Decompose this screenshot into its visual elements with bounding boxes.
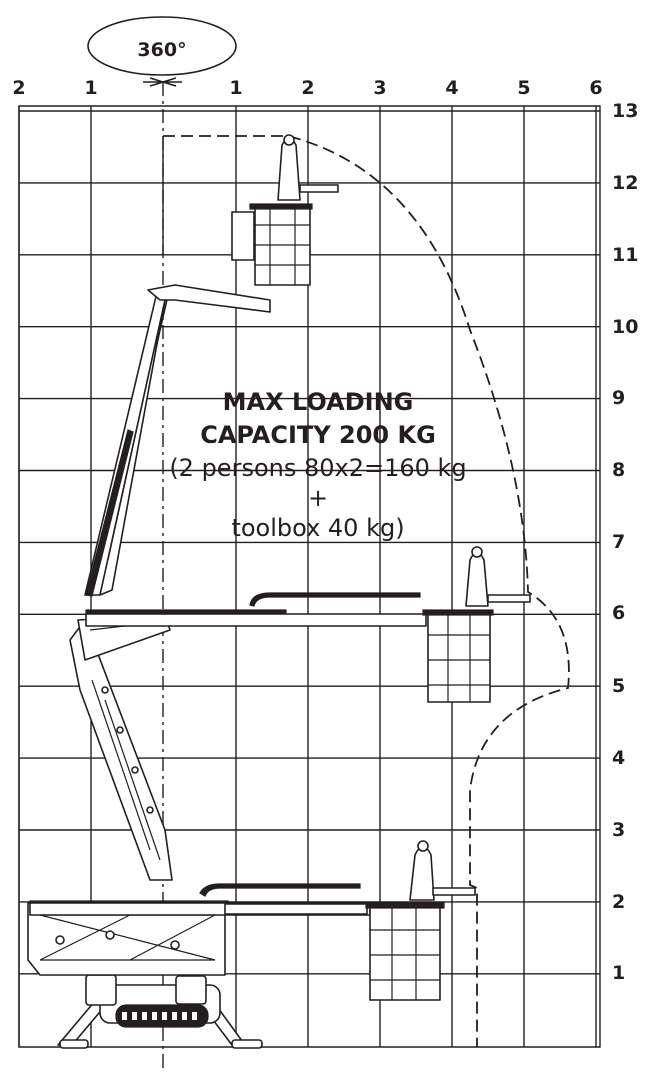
height-5: 5 bbox=[612, 675, 625, 697]
capacity-line-5: toolbox 40 kg) bbox=[231, 514, 404, 542]
scale-right-2: 2 bbox=[301, 77, 314, 99]
capacity-line-3: (2 persons 80x2=160 kg bbox=[169, 454, 466, 482]
boom-mid-position bbox=[85, 592, 427, 627]
rotation-label: 360° bbox=[137, 39, 186, 61]
upper-boom bbox=[84, 284, 271, 597]
scale-right-4: 4 bbox=[445, 77, 458, 99]
height-1: 1 bbox=[612, 962, 625, 984]
basket-low bbox=[365, 840, 476, 1001]
boom-low-position bbox=[29, 883, 371, 916]
height-9: 9 bbox=[612, 387, 625, 409]
height-13: 13 bbox=[612, 100, 638, 122]
basket-mid bbox=[422, 546, 531, 703]
scale-right-6: 6 bbox=[589, 77, 602, 99]
scale-left-2: 2 bbox=[12, 77, 25, 99]
rotation-ellipse bbox=[87, 16, 237, 76]
height-7: 7 bbox=[612, 531, 625, 553]
working-envelope bbox=[163, 135, 570, 1047]
height-6: 6 bbox=[612, 602, 625, 624]
grid bbox=[18, 105, 601, 1048]
height-8: 8 bbox=[612, 459, 625, 481]
scale-left-1: 1 bbox=[84, 77, 97, 99]
capacity-line-1: MAX LOADING bbox=[223, 388, 414, 416]
height-11: 11 bbox=[612, 244, 638, 266]
rotation-arrow bbox=[143, 77, 182, 87]
height-3: 3 bbox=[612, 819, 625, 841]
capacity-line-4: + bbox=[308, 484, 328, 512]
height-12: 12 bbox=[612, 172, 638, 194]
scale-right-5: 5 bbox=[517, 77, 530, 99]
height-10: 10 bbox=[612, 316, 638, 338]
basket-top bbox=[231, 134, 339, 286]
scale-right-1: 1 bbox=[229, 77, 242, 99]
capacity-line-2: CAPACITY 200 KG bbox=[200, 421, 436, 449]
height-4: 4 bbox=[612, 747, 625, 769]
scale-right-3: 3 bbox=[373, 77, 386, 99]
lower-boom bbox=[69, 614, 173, 881]
height-2: 2 bbox=[612, 891, 625, 913]
